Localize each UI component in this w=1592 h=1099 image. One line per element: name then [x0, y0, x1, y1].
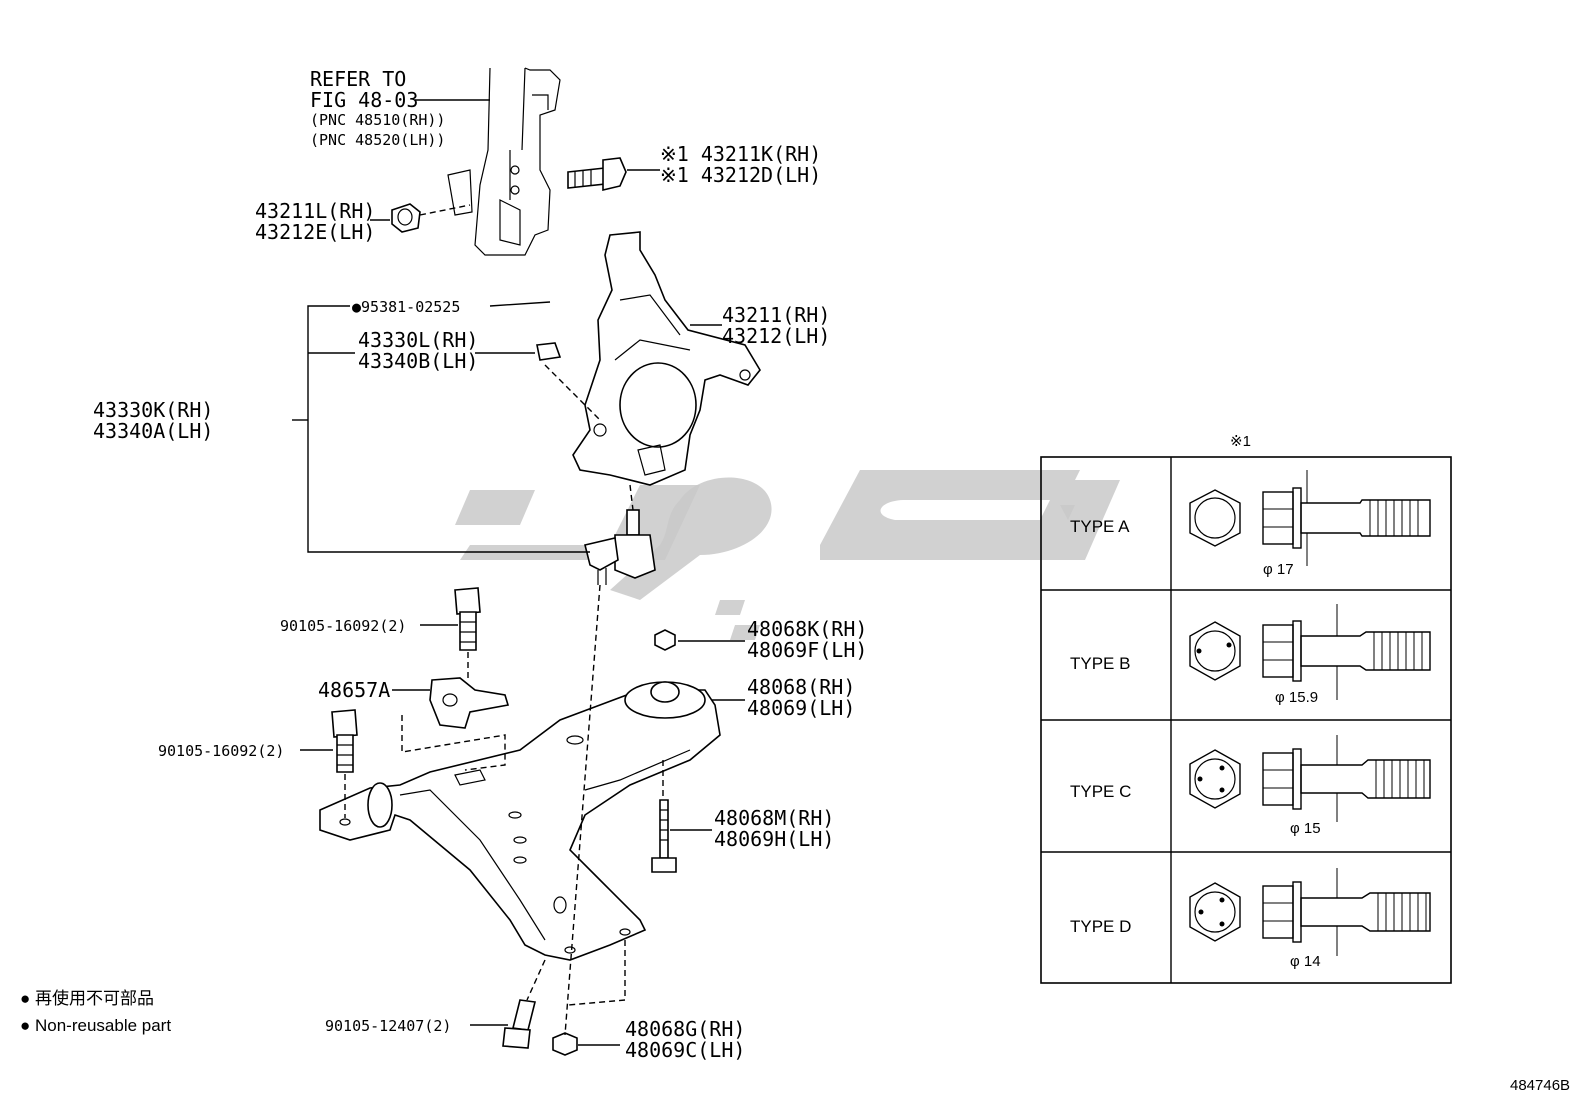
- type-label: TYPE B: [1070, 654, 1130, 673]
- ball-joint: [584, 509, 656, 585]
- refer-pnc-lh: (PNC 48520(LH)): [310, 131, 445, 149]
- hex-head-icon: [1189, 882, 1241, 942]
- steering-knuckle: [572, 231, 761, 486]
- label-48069: 48069(LH): [747, 696, 855, 720]
- diameter-label: φ 17: [1263, 561, 1294, 578]
- bolt-side-icon: [1262, 604, 1431, 700]
- label-48069c: 48069C(LH): [625, 1038, 745, 1062]
- type-label: TYPE A: [1070, 517, 1130, 536]
- bolt-type-table: ※1 TYPE A φ 17: [1040, 433, 1452, 984]
- legend-en: ● Non-reusable part: [20, 1016, 171, 1035]
- label-48657a: 48657A: [318, 678, 390, 702]
- table-title: ※1: [1230, 433, 1251, 450]
- label-43211k: ※1 43211K(RH): [660, 142, 821, 166]
- castle-nut-43330l: [536, 342, 562, 361]
- label-43330k: 43330K(RH): [93, 398, 213, 422]
- nut-48068g: [552, 1032, 578, 1056]
- hex-head-icon: [1189, 621, 1241, 681]
- bolt-90105-12407: [502, 999, 536, 1049]
- bolt-side-icon: [1262, 735, 1431, 822]
- bolt-90105-16092-b: [331, 709, 358, 773]
- table-row: TYPE A φ 17: [1070, 470, 1431, 578]
- label-48068: 48068(RH): [747, 675, 855, 699]
- label-48068g: 48068G(RH): [625, 1017, 745, 1041]
- label-43330l: 43330L(RH): [358, 328, 478, 352]
- label-43211: 43211(RH): [722, 303, 830, 327]
- label-43340b: 43340B(LH): [358, 349, 478, 373]
- figure-id: 484746B: [1510, 1077, 1570, 1094]
- bolt-side-icon: [1262, 868, 1431, 956]
- type-label: TYPE C: [1070, 782, 1131, 801]
- label-48068m: 48068M(RH): [714, 806, 834, 830]
- label-43212: 43212(LH): [722, 324, 830, 348]
- label-95381: ●95381-02525: [352, 298, 460, 316]
- lower-control-arm: [319, 681, 721, 961]
- label-43211l: 43211L(RH): [255, 199, 375, 223]
- bolt-43211k: [567, 157, 627, 192]
- label-48068k: 48068K(RH): [747, 617, 867, 641]
- label-48069f: 48069F(LH): [747, 638, 867, 662]
- table-row: TYPE B φ 15.9: [1070, 604, 1431, 706]
- refer-line1: REFER TO: [310, 67, 406, 91]
- nut-48068k: [654, 629, 676, 651]
- label-43212d: ※1 43212D(LH): [660, 163, 821, 187]
- bracket-48657a: [429, 677, 510, 729]
- hex-head-icon: [1189, 489, 1241, 547]
- table-row: TYPE C φ 15: [1070, 735, 1431, 837]
- hex-head-icon: [1189, 749, 1241, 809]
- label-43212e: 43212E(LH): [255, 220, 375, 244]
- strut-assembly: [447, 67, 561, 256]
- watermark-logo: [455, 470, 1120, 640]
- nut-43211l: [391, 203, 421, 233]
- diameter-label: φ 15: [1290, 820, 1321, 837]
- table-row: TYPE D φ 14: [1070, 868, 1431, 970]
- bolt-48068m: [651, 799, 677, 873]
- type-label: TYPE D: [1070, 917, 1131, 936]
- refer-pnc-rh: (PNC 48510(RH)): [310, 111, 445, 129]
- bolt-90105-16092-a: [454, 587, 481, 651]
- label-90105-12407: 90105-12407(2): [325, 1017, 451, 1035]
- diameter-label: φ 14: [1290, 953, 1321, 970]
- label-48069h: 48069H(LH): [714, 827, 834, 851]
- label-90105-16092-b: 90105-16092(2): [158, 742, 284, 760]
- refer-line2: FIG 48-03: [310, 88, 418, 112]
- diameter-label: φ 15.9: [1275, 689, 1318, 706]
- label-90105-16092-a: 90105-16092(2): [280, 617, 406, 635]
- label-43340a: 43340A(LH): [93, 419, 213, 443]
- bolt-side-icon: [1262, 470, 1431, 566]
- legend-jp: ● 再使用不可部品: [20, 988, 154, 1008]
